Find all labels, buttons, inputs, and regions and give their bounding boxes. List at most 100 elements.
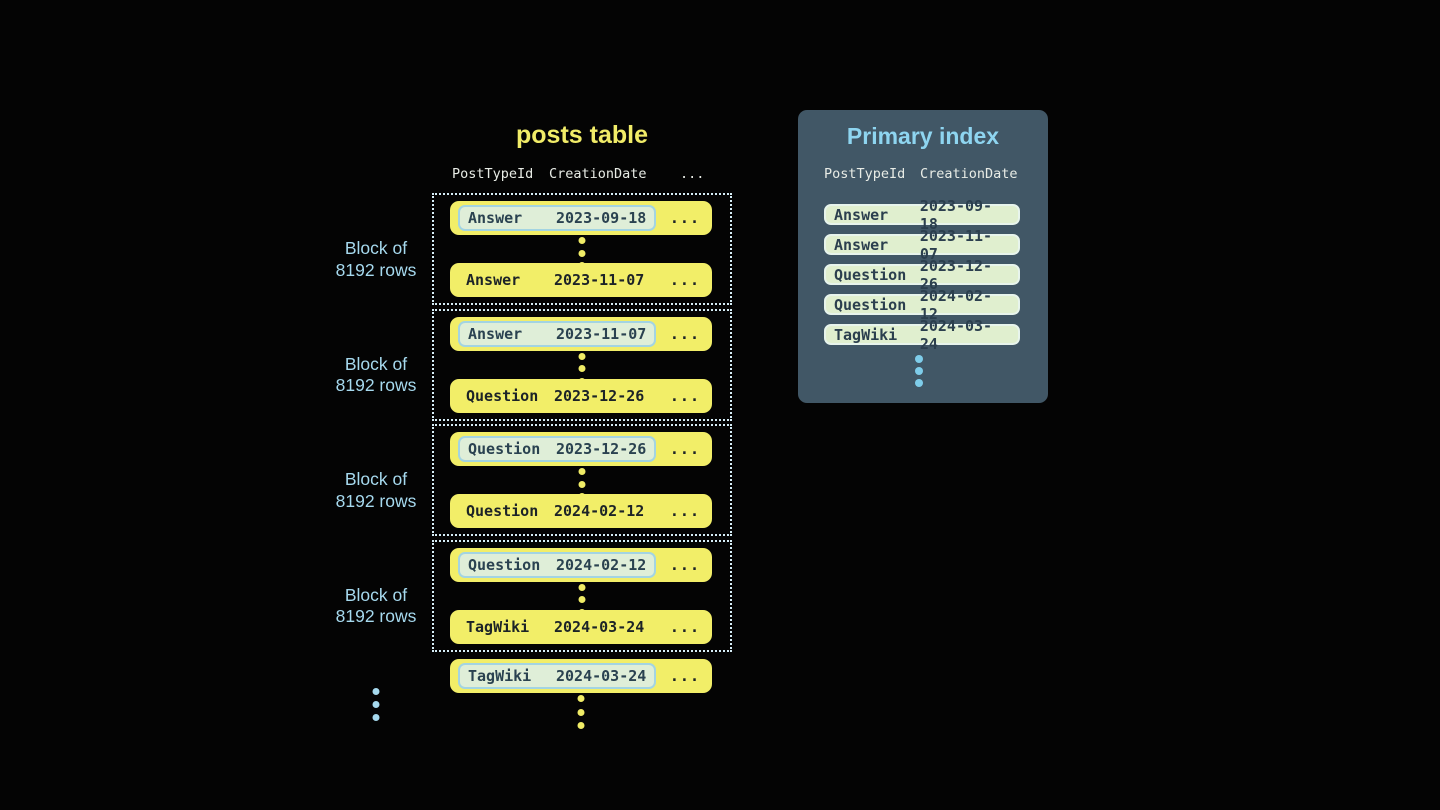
row-values: Answer 2023-11-07 <box>466 271 644 289</box>
posts-row-first: Question 2024-02-12... <box>450 547 712 582</box>
post-type-cell: Answer <box>466 271 521 289</box>
dot <box>578 468 586 475</box>
block-label-line1: Block of <box>344 238 408 258</box>
creation-date-cell: 2023-09-18 <box>919 196 993 233</box>
post-type-cell: Question <box>834 265 907 284</box>
posts-row-first: Question 2023-12-26... <box>450 432 712 466</box>
row-ellipsis: ... <box>669 324 700 343</box>
post-type-cell: TagWiki <box>468 667 532 685</box>
primary-index-title: Primary index <box>846 123 1000 149</box>
creation-date-cell: 2023-12-26 <box>554 386 645 405</box>
row-ellipsis: ... <box>669 502 700 520</box>
dot <box>577 695 585 702</box>
index-row: Question 2024-02-12 <box>824 287 1020 323</box>
creation-date-cell: 2023-09-18 <box>556 209 647 227</box>
block-label-line1: Block of <box>344 353 408 374</box>
posts-row-last: Question 2024-02-12... <box>450 494 712 528</box>
creation-date-cell: 2023-11-07 <box>556 324 647 343</box>
dot <box>578 237 586 244</box>
posts-column-header-ellipsis: ... <box>680 166 705 182</box>
primary-index-panel: Primary index PostTypeId CreationDate An… <box>798 110 1048 403</box>
block-label-line2: 8192 rows <box>335 375 417 395</box>
block-label-line2: 8192 rows <box>335 259 417 280</box>
dot <box>578 480 586 488</box>
creation-date-cell: 2023-12-26 <box>556 440 647 458</box>
indexed-entry-highlight: Answer 2023-11-07 <box>458 320 657 347</box>
dot <box>578 583 586 591</box>
block-label-line2: 8192 rows <box>335 490 417 511</box>
row-ellipsis: ... <box>669 386 700 405</box>
row-ellipsis: ... <box>669 555 700 574</box>
more-index-rows-dots <box>915 355 923 387</box>
creation-date-cell: 2024-02-12 <box>554 502 645 520</box>
more-blocks-dots-blue <box>372 688 380 721</box>
post-type-cell: Question <box>468 555 541 574</box>
more-rows-dots-yellow <box>577 695 585 729</box>
posts-row-first: Answer 2023-11-07... <box>450 316 712 351</box>
index-row: Question 2023-12-26 <box>824 257 1020 293</box>
block-label-line1: Block of <box>344 469 408 489</box>
indexed-entry-highlight: Question 2023-12-26 <box>458 436 657 462</box>
row-ellipsis: ... <box>669 617 700 636</box>
posts-row-last: Answer 2023-11-07... <box>450 263 712 297</box>
creation-date-cell: 2024-02-12 <box>919 286 993 323</box>
posts-row-last: Question 2023-12-26... <box>450 378 712 413</box>
posts-table-title: posts table <box>516 121 648 149</box>
posts-column-header-creationdate: CreationDate <box>549 166 647 182</box>
block-label-line1: Block of <box>344 584 408 605</box>
posts-row-trailing: TagWiki 2024-03-24... <box>450 659 712 693</box>
post-type-cell: Answer <box>468 324 523 343</box>
post-type-cell: Question <box>468 440 541 458</box>
dot <box>915 355 923 363</box>
creation-date-cell: 2023-12-26 <box>919 256 993 293</box>
row-values: TagWiki 2024-03-24 <box>466 618 644 636</box>
post-type-cell: Question <box>834 295 907 314</box>
indexed-entry-highlight: Question 2024-02-12 <box>458 551 657 578</box>
posts-column-header-posttypeid: PostTypeId <box>452 166 534 182</box>
dot <box>372 714 380 721</box>
dot <box>915 379 923 387</box>
dot <box>578 596 586 603</box>
creation-date-cell: 2024-03-24 <box>554 617 645 636</box>
dot <box>372 701 380 708</box>
row-ellipsis: ... <box>669 667 700 685</box>
post-type-cell: Question <box>466 502 539 520</box>
row-ellipsis: ... <box>669 271 700 289</box>
post-type-cell: Question <box>466 386 539 405</box>
creation-date-cell: 2023-11-07 <box>919 226 993 263</box>
dot <box>578 249 586 257</box>
posts-block-4: Question 2024-02-12... TagWiki 2024-03-24..… <box>432 539 732 652</box>
creation-date-cell: 2024-02-12 <box>556 555 647 574</box>
post-type-cell: Answer <box>834 205 889 224</box>
block-label-line2: 8192 rows <box>335 606 417 626</box>
posts-row-last: TagWiki 2024-03-24... <box>450 609 712 644</box>
post-type-cell: Answer <box>834 235 889 254</box>
post-type-cell: TagWiki <box>466 617 530 636</box>
posts-block-3: Question 2023-12-26... Question 2024-02-12.… <box>432 424 732 536</box>
index-column-header-creationdate: CreationDate <box>920 166 1018 182</box>
index-row: Answer 2023-09-18 <box>824 197 1020 233</box>
dot <box>577 708 585 716</box>
dot <box>372 688 380 695</box>
posts-block-2: Answer 2023-11-07... Question 2023-12-26... <box>432 308 732 421</box>
row-values: Question 2023-12-26 <box>466 387 644 405</box>
dot <box>915 367 923 375</box>
index-row: Answer 2023-11-07 <box>824 227 1020 263</box>
dot <box>578 352 586 360</box>
creation-date-cell: 2023-11-07 <box>554 271 645 289</box>
post-type-cell: TagWiki <box>834 325 898 344</box>
creation-date-cell: 2024-03-24 <box>556 667 647 685</box>
indexed-entry-highlight: TagWiki 2024-03-24 <box>458 663 657 689</box>
dot <box>577 722 585 729</box>
dot <box>578 365 586 372</box>
row-ellipsis: ... <box>669 440 700 458</box>
